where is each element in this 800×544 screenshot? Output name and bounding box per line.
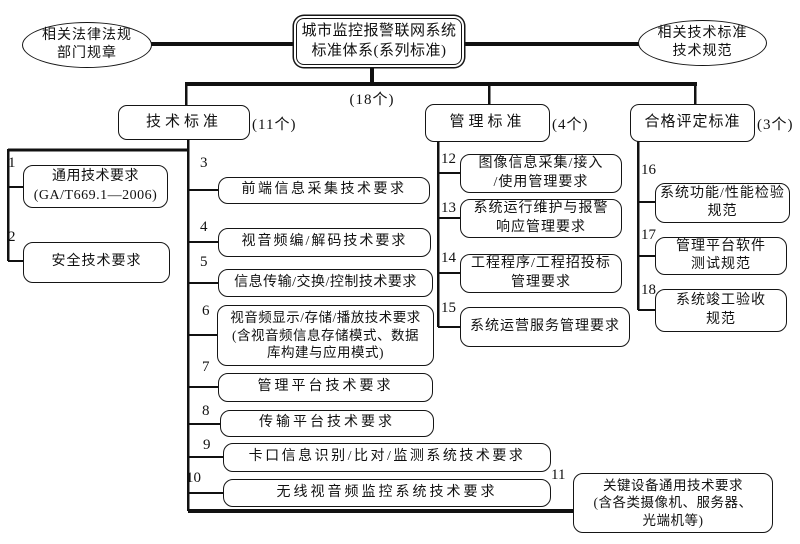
item-line: 规范 bbox=[707, 204, 738, 219]
item-10-box: 无线视音频监控系统技术要求 bbox=[223, 479, 551, 507]
item-7-box: 管理平台技术要求 bbox=[218, 373, 433, 402]
item-5-number: 5 bbox=[200, 254, 208, 270]
item-12-box: 图像信息采集/接入 /使用管理要求 bbox=[460, 154, 622, 193]
item-15-box: 系统运营服务管理要求 bbox=[460, 307, 630, 347]
item-line: 信息传输/交换/控制技术要求 bbox=[234, 274, 417, 290]
item-18-box: 系统竣工验收 规范 bbox=[655, 289, 787, 332]
item-line: 工程程序/工程招投标 bbox=[471, 256, 611, 272]
item-10-number: 10 bbox=[186, 470, 201, 486]
item-9-number: 9 bbox=[203, 437, 211, 453]
item-line: 通用技术要求 bbox=[52, 169, 139, 185]
item-1-box: 通用技术要求 (GA/T669.1—2006) bbox=[23, 165, 168, 208]
item-line: 库构建与应用模式) bbox=[267, 345, 384, 361]
item-line: 管理平台软件 bbox=[676, 238, 766, 254]
item-14-number: 14 bbox=[441, 250, 456, 266]
item-4-box: 视音频编/解码技术要求 bbox=[218, 228, 431, 257]
item-line: 传输平台技术要求 bbox=[259, 415, 395, 431]
total-count-label: (18个) bbox=[349, 92, 395, 108]
item-line: 光端机等) bbox=[642, 512, 704, 528]
item-18-number: 18 bbox=[641, 282, 656, 298]
item-line: 系统竣工验收 bbox=[676, 293, 766, 309]
item-line: 无线视音频监控系统技术要求 bbox=[276, 484, 498, 500]
item-3-box: 前端信息采集技术要求 bbox=[218, 177, 430, 204]
node-line: 相关技术标准 bbox=[657, 25, 748, 41]
item-14-box: 工程程序/工程招投标 管理要求 bbox=[460, 254, 622, 293]
node-line: 标准体系(系列标准) bbox=[311, 42, 447, 59]
item-16-number: 16 bbox=[641, 162, 656, 178]
item-line: 规范 bbox=[706, 311, 736, 327]
item-17-box: 管理平台软件 测试规范 bbox=[655, 237, 787, 275]
item-line: 系统运行维护与报警 bbox=[473, 201, 609, 217]
category-conformity-standards: 合格评定标准 bbox=[630, 104, 755, 142]
item-16-box: 系统功能/性能检验 规范 bbox=[655, 183, 790, 223]
item-2-number: 2 bbox=[8, 229, 16, 245]
node-line: 相关法律法规 bbox=[42, 27, 132, 43]
node-line: 部门规章 bbox=[57, 46, 117, 61]
item-11-box: 关键设备通用技术要求 (含各类摄像机、服务器、 光端机等) bbox=[573, 473, 773, 533]
item-line: 图像信息采集/接入 bbox=[478, 156, 604, 172]
item-11-number: 11 bbox=[551, 467, 566, 483]
item-15-number: 15 bbox=[441, 300, 456, 316]
item-line: 系统运营服务管理要求 bbox=[470, 318, 620, 334]
item-2-box: 安全技术要求 bbox=[23, 242, 170, 283]
item-line: 测试规范 bbox=[691, 257, 751, 272]
item-12-number: 12 bbox=[441, 151, 456, 167]
item-13-number: 13 bbox=[441, 200, 456, 216]
item-line: 响应管理要求 bbox=[496, 219, 586, 235]
node-related-tech-standards: 相关技术标准 技术规范 bbox=[638, 20, 767, 66]
item-line: (含视音频信息存储模式、数据 bbox=[232, 327, 419, 343]
item-1-number: 1 bbox=[8, 155, 16, 171]
item-8-box: 传输平台技术要求 bbox=[220, 410, 434, 437]
item-line: /使用管理要求 bbox=[493, 174, 589, 190]
item-17-number: 17 bbox=[641, 227, 656, 243]
item-line: 视音频编/解码技术要求 bbox=[241, 234, 408, 250]
item-3-number: 3 bbox=[200, 155, 208, 171]
item-9-box: 卡口信息识别/比对/监测系统技术要求 bbox=[223, 443, 551, 472]
item-6-box: 视音频显示/存储/播放技术要求 (含视音频信息存储模式、数据 库构建与应用模式) bbox=[217, 305, 434, 366]
item-13-box: 系统运行维护与报警 响应管理要求 bbox=[460, 199, 622, 238]
item-6-number: 6 bbox=[202, 303, 210, 319]
node-root-standard-system: 城市监控报警联网系统 标准体系(系列标准) bbox=[296, 18, 462, 65]
item-line: 管理要求 bbox=[511, 274, 571, 290]
item-line: (GA/T669.1—2006) bbox=[33, 187, 158, 203]
item-8-number: 8 bbox=[202, 403, 210, 419]
category-conformity-count: (3个) bbox=[757, 117, 794, 133]
category-technical-count: (11个) bbox=[252, 117, 297, 133]
item-line: (含各类摄像机、服务器、 bbox=[593, 495, 753, 511]
item-line: 系统功能/性能检验 bbox=[660, 185, 785, 201]
category-technical-standards: 技术标准 bbox=[118, 105, 250, 140]
category-management-count: (4个) bbox=[552, 117, 589, 133]
item-line: 卡口信息识别/比对/监测系统技术要求 bbox=[248, 449, 526, 465]
item-line: 安全技术要求 bbox=[51, 254, 142, 270]
node-line: 技术规范 bbox=[672, 44, 733, 59]
item-4-number: 4 bbox=[200, 219, 208, 235]
item-line: 关键设备通用技术要求 bbox=[603, 477, 743, 493]
category-management-standards: 管理标准 bbox=[425, 104, 550, 142]
item-7-number: 7 bbox=[202, 359, 210, 375]
item-5-box: 信息传输/交换/控制技术要求 bbox=[218, 269, 433, 297]
item-line: 前端信息采集技术要求 bbox=[241, 182, 407, 198]
item-line: 视音频显示/存储/播放技术要求 bbox=[230, 310, 421, 326]
item-line: 管理平台技术要求 bbox=[257, 379, 394, 395]
node-line: 城市监控报警联网系统 bbox=[301, 23, 457, 39]
node-related-laws: 相关法律法规 部门规章 bbox=[22, 22, 152, 68]
